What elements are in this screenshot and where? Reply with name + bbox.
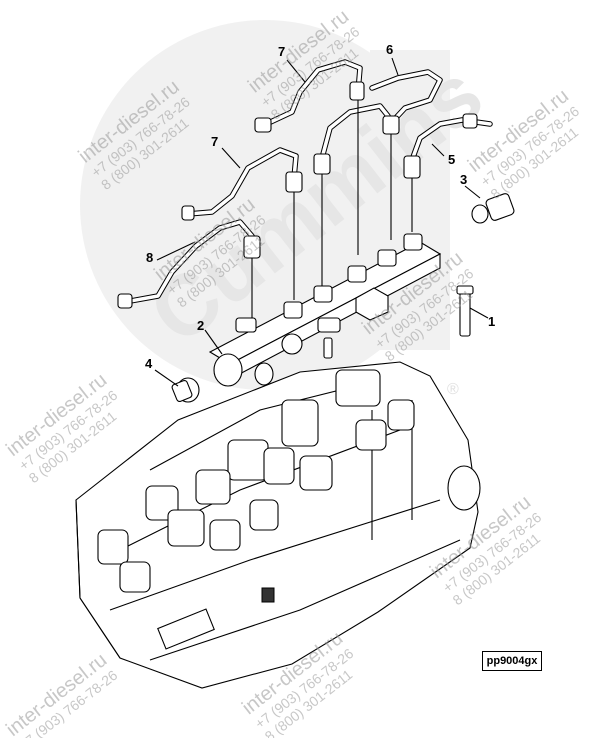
fuel-lines-group: [117, 59, 493, 326]
line-fitting: [285, 171, 303, 193]
callout-7-lower: 7: [211, 134, 218, 149]
callout-5: 5: [448, 152, 455, 167]
rail-plug: [171, 377, 200, 403]
callout-3: 3: [460, 172, 467, 187]
callout-6: 6: [386, 42, 393, 57]
line-fitting: [181, 205, 195, 221]
line-fitting: [403, 155, 421, 179]
diagram-code-label: pp9004gx: [482, 651, 542, 671]
mounting-bolt: [323, 285, 474, 359]
line-fitting: [254, 117, 272, 133]
callout-1: 1: [488, 314, 495, 329]
callout-7-upper: 7: [278, 44, 285, 59]
line-fitting: [313, 153, 331, 175]
callout-4: 4: [145, 356, 153, 371]
line-fitting: [117, 293, 133, 309]
registered-mark: ®: [447, 381, 459, 398]
pressure-sensor: [471, 193, 515, 224]
callout-8: 8: [146, 250, 153, 265]
callout-leaders: [154, 57, 489, 387]
line-fitting: [382, 115, 400, 135]
cylinder-head: [75, 361, 481, 689]
line-fitting: [462, 113, 478, 129]
callout-2: 2: [197, 318, 204, 333]
line-fitting: [349, 81, 365, 101]
fuel-rail: [208, 233, 442, 387]
valve-spring-cluster: [97, 369, 415, 593]
